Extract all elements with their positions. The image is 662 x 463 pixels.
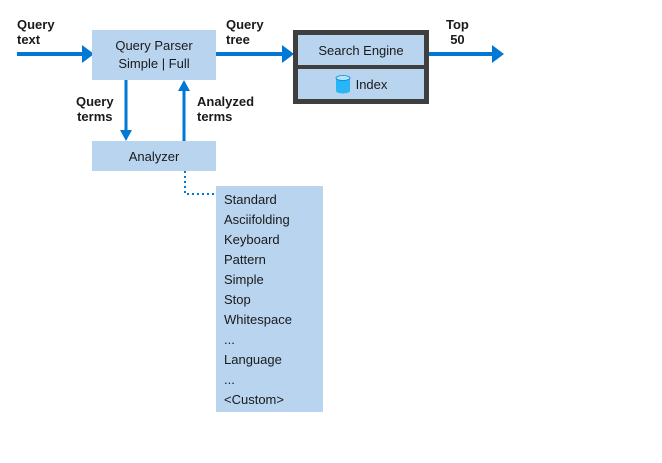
label-query-terms: Query terms	[76, 94, 114, 124]
label-query-text: Query text	[17, 17, 55, 47]
query-parser-title: Query Parser	[115, 38, 193, 53]
label-top-results: Top 50	[446, 17, 469, 47]
search-engine-box: Search Engine	[298, 35, 424, 65]
list-item: Language	[224, 352, 282, 367]
list-item: Pattern	[224, 252, 266, 267]
list-item: Asciifolding	[224, 212, 290, 227]
list-item: Simple	[224, 272, 264, 287]
list-item: ...	[224, 372, 235, 387]
arrow-query-terms	[120, 80, 132, 141]
analyzer-box: Analyzer	[92, 141, 216, 171]
index-box: Index	[298, 69, 424, 99]
arrow-analyzed-terms	[178, 80, 190, 141]
index-label: Index	[355, 76, 388, 92]
dotted-connector-analyzer-list	[184, 171, 216, 195]
analyzer-list: Standard Asciifolding Keyboard Pattern S…	[216, 186, 323, 412]
list-item: Standard	[224, 192, 277, 207]
arrow-top-results	[429, 45, 504, 63]
search-engine-container: Search Engine Index	[293, 30, 429, 104]
query-parser-box: Query Parser Simple | Full	[92, 30, 216, 80]
search-engine-label: Search Engine	[318, 42, 404, 58]
label-query-tree: Query tree	[226, 17, 264, 47]
list-item: <Custom>	[224, 392, 284, 407]
database-icon	[335, 75, 350, 94]
list-item: Stop	[224, 292, 251, 307]
arrow-query-text	[17, 45, 94, 63]
list-item: ...	[224, 332, 235, 347]
arrow-query-tree	[216, 45, 294, 63]
list-item: Keyboard	[224, 232, 280, 247]
label-analyzed-terms: Analyzed terms	[197, 94, 255, 124]
list-item: Whitespace	[224, 312, 292, 327]
analyzer-label: Analyzer	[128, 148, 180, 164]
query-parser-modes: Simple | Full	[118, 56, 190, 71]
